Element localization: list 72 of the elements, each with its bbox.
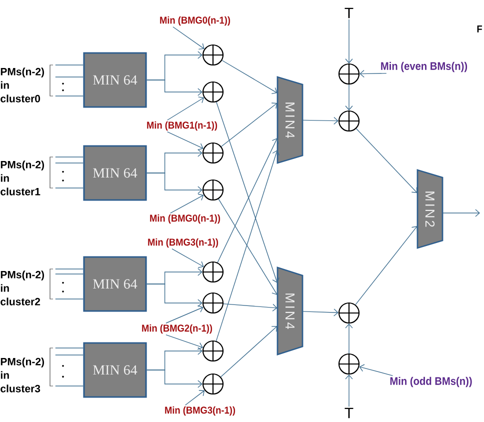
arrow: [355, 226, 418, 306]
trapezoid-block: MIN2: [416, 169, 444, 249]
signal-label: Min (BMG0(n-1)): [150, 214, 220, 224]
adder-symbol: [202, 142, 224, 164]
arrow: [146, 80, 202, 96]
arrow: [184, 390, 205, 406]
arrow: [146, 370, 202, 388]
arrow: [222, 60, 278, 94]
signal-label: Min (BMG3(n-1)): [165, 406, 236, 416]
connector-line: [55, 64, 84, 66]
adder-symbol: [202, 178, 224, 202]
connector-line: [55, 268, 84, 270]
text-fragment: F: [477, 26, 482, 32]
arrow: [216, 150, 280, 342]
signal-label: T: [344, 8, 354, 18]
arrow: [166, 334, 204, 350]
signal-label: T: [344, 408, 354, 418]
arrow: [172, 248, 204, 268]
input-label: PMs(n-2) in cluster1: [0, 160, 44, 196]
arrow: [166, 96, 204, 120]
arrow: [345, 19, 353, 64]
signal-label: Min (BMG0(n-1)): [160, 16, 230, 26]
process-box: MIN 64: [83, 342, 147, 398]
adder-symbol: [338, 110, 360, 132]
signal-label: Min (BMG2(n-1)): [142, 324, 212, 334]
adder-symbol: [202, 260, 224, 284]
arrow: [170, 194, 204, 214]
trapezoid-block: MIN4: [276, 76, 304, 164]
arrow: [360, 70, 387, 78]
arrow: [302, 308, 338, 316]
signal-label: Min (BMG1(n-1)): [147, 121, 218, 131]
input-label: PMs(n-2) in cluster2: [0, 270, 44, 306]
arrow: [217, 138, 279, 263]
signal-label: Min (BMG3(n-1)): [148, 238, 218, 248]
arrow: [345, 374, 353, 407]
arrow: [220, 102, 278, 147]
signal-label: Min (odd BMs(n)): [390, 376, 472, 388]
adder-symbol: [202, 44, 224, 66]
arrow: [223, 303, 278, 312]
arrow: [218, 198, 278, 295]
adder-symbol: [338, 302, 360, 324]
arrow: [302, 116, 338, 125]
connector-line: [55, 354, 84, 356]
input-label: PMs(n-2) in cluster3: [0, 358, 44, 392]
arrow: [442, 209, 480, 217]
process-box: MIN 64: [83, 145, 147, 201]
arrow: [146, 172, 202, 194]
arrow: [216, 102, 280, 283]
connector-line: [55, 162, 84, 164]
input-label: PMs(n-2) in cluster0: [0, 68, 44, 102]
arrow: [166, 132, 204, 150]
connector-line: [55, 298, 84, 300]
adder-symbol: [202, 80, 224, 104]
adder-symbol: [202, 292, 224, 314]
arrow: [146, 284, 202, 307]
arrow: [172, 26, 204, 50]
adder-symbol: [202, 340, 224, 362]
arrow: [356, 128, 418, 193]
connector-line: [55, 76, 84, 78]
signal-label: Min (even BMs(n)): [381, 62, 468, 72]
arrow: [220, 326, 278, 378]
trapezoid-block: MIN4: [276, 266, 304, 356]
connector-line: [55, 156, 84, 158]
arrow: [345, 84, 353, 110]
arrow: [345, 324, 353, 354]
arrow: [166, 305, 204, 324]
arrow: [359, 364, 394, 376]
adder-symbol: [202, 372, 224, 396]
process-box: MIN 64: [83, 256, 147, 312]
process-box: MIN 64: [83, 52, 147, 108]
adder-symbol: [338, 62, 360, 86]
adder-symbol: [338, 352, 360, 376]
